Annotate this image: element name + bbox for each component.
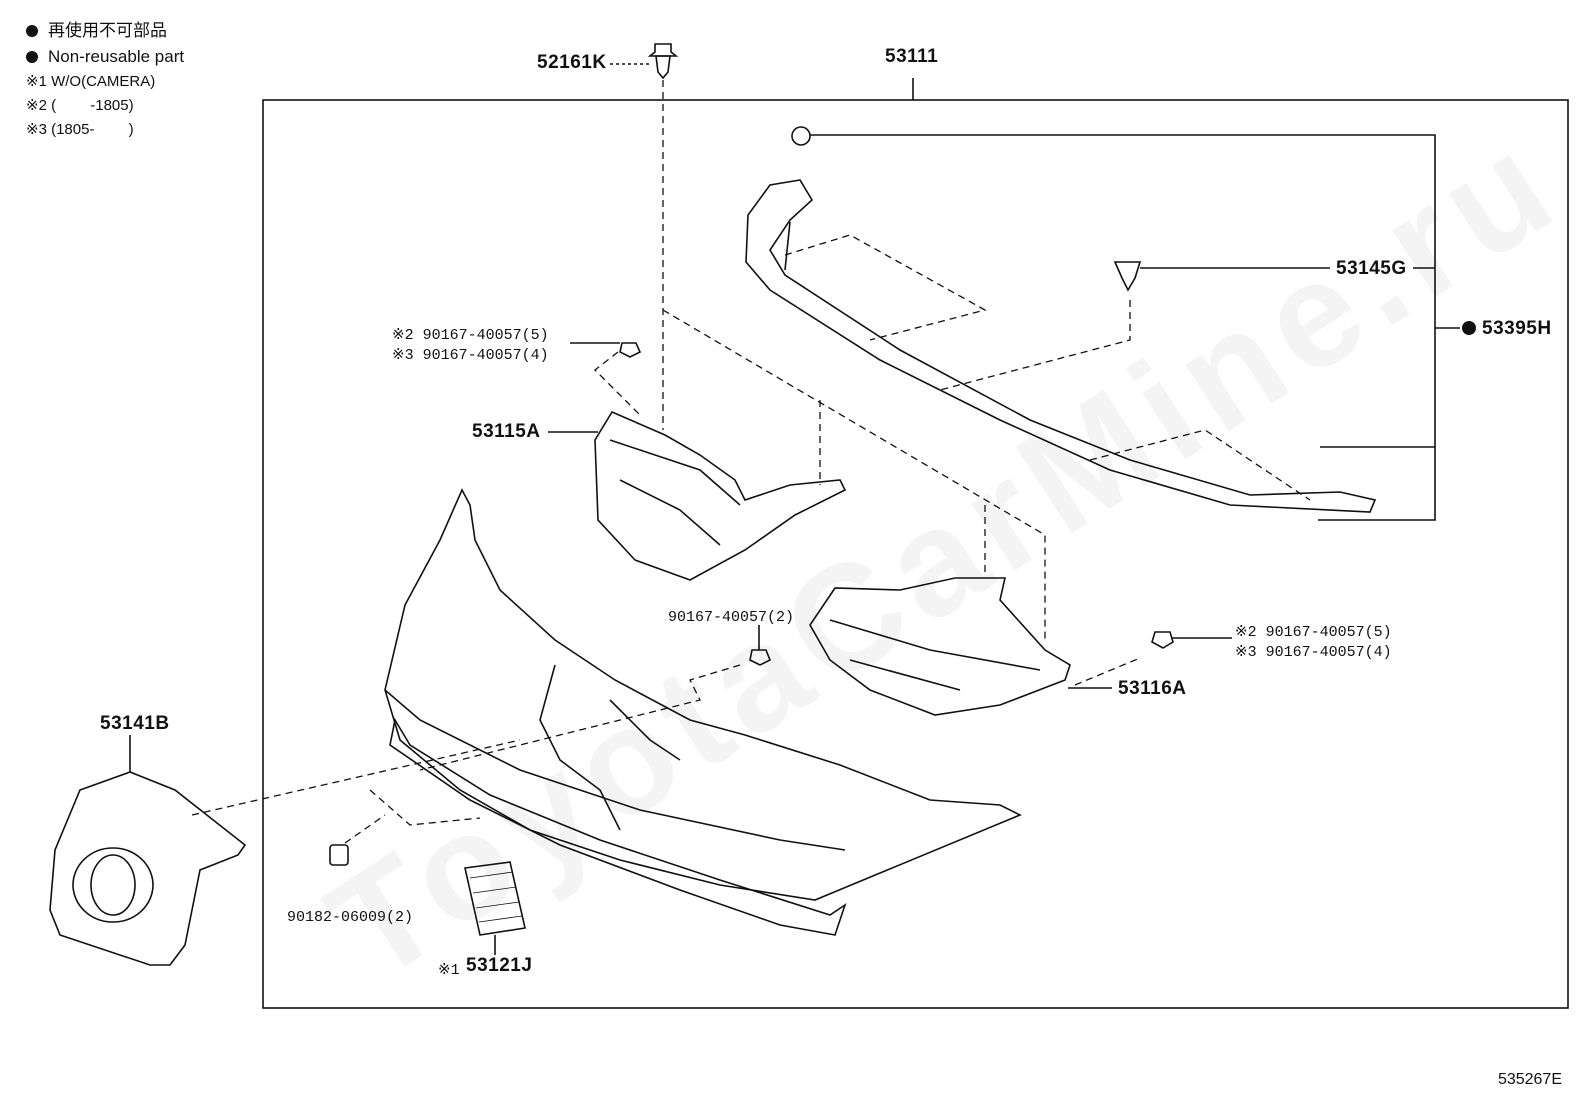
cover-hatch <box>472 886 517 894</box>
guide-line-emblem <box>191 739 521 816</box>
figure-code: 535267E <box>1497 1071 1562 1088</box>
label-bolt-left-3: ※3 90167-40057(4) <box>392 347 549 364</box>
guide-line <box>419 664 741 771</box>
emblem-logo-inner <box>90 854 136 916</box>
bracket-53115a <box>594 410 847 581</box>
bolt-icon <box>619 342 642 358</box>
rivet-52161k-body <box>655 55 671 80</box>
label-53111: 53111 <box>885 46 939 67</box>
legend-text: 再使用不可部品 <box>48 21 167 40</box>
bullet-icon <box>26 25 38 37</box>
clip-53145g <box>1113 261 1142 292</box>
assembly-frame <box>262 99 1569 1009</box>
label-bolt-right-3: ※3 90167-40057(4) <box>1235 644 1392 661</box>
label-53121j: 53121J <box>466 955 533 976</box>
bolt-icon <box>1151 631 1174 649</box>
emblem-logo <box>72 847 154 923</box>
label-53395h: 53395H <box>1482 318 1552 339</box>
bracket-53395h <box>810 134 1436 521</box>
label-52161k: 52161K <box>537 52 607 73</box>
legend-row-note3: ※3 (1805- ) <box>26 118 184 142</box>
emblem-cover <box>49 771 247 966</box>
grille-edge <box>384 689 846 851</box>
guide-line <box>594 351 641 416</box>
clip-top <box>791 126 811 146</box>
label-clip-90182: 90182-06009(2) <box>287 909 414 926</box>
cover-hatch <box>469 871 514 879</box>
guide-line <box>344 814 386 844</box>
bracket-53116a-ribs <box>829 619 1041 691</box>
grille-inner <box>539 664 681 831</box>
cover-53121j <box>464 861 526 936</box>
guide-line <box>784 234 987 341</box>
label-53116a: 53116A <box>1118 678 1187 699</box>
radiator-grille <box>384 488 1022 901</box>
cover-hatch <box>478 915 523 923</box>
legend: 再使用不可部品 Non-reusable part ※1 W/O(CAMERA)… <box>26 18 184 142</box>
legend-text: ※3 (1805- ) <box>26 121 134 138</box>
label-53145g: 53145G <box>1336 258 1407 279</box>
legend-text: ※1 W/O(CAMERA) <box>26 73 156 90</box>
guide-line <box>939 300 1131 391</box>
legend-row-note2: ※2 ( -1805) <box>26 94 184 118</box>
legend-row-jp: 再使用不可部品 <box>26 18 184 44</box>
legend-text: ※2 ( -1805) <box>26 97 134 114</box>
label-53115a: 53115A <box>472 421 541 442</box>
bracket-53115a-ribs <box>609 439 741 546</box>
clip-90182 <box>329 844 349 866</box>
legend-text: Non-reusable part <box>48 47 185 66</box>
bullet-icon <box>26 51 38 63</box>
guide-line <box>1089 429 1311 501</box>
cover-hatch <box>475 901 520 909</box>
rivet-52161k <box>647 43 679 57</box>
upper-molding <box>745 179 1377 513</box>
bracket-53116a <box>809 577 1071 716</box>
legend-row-note1: ※1 W/O(CAMERA) <box>26 70 184 94</box>
label-53121j-note: ※1 <box>438 962 460 979</box>
label-bolt-left-2: ※2 90167-40057(5) <box>392 327 549 344</box>
label-bolt-mid: 90167-40057(2) <box>668 609 795 626</box>
legend-row-en: Non-reusable part <box>26 44 184 70</box>
guide-line <box>662 309 1046 640</box>
label-bolt-right-2: ※2 90167-40057(5) <box>1235 624 1392 641</box>
bolt-icon <box>749 649 772 666</box>
guide-line <box>369 789 481 826</box>
non-reusable-dot-icon <box>1462 321 1476 335</box>
molding-edge <box>784 221 791 271</box>
grille-lower <box>389 717 847 936</box>
label-53141b: 53141B <box>100 713 170 734</box>
